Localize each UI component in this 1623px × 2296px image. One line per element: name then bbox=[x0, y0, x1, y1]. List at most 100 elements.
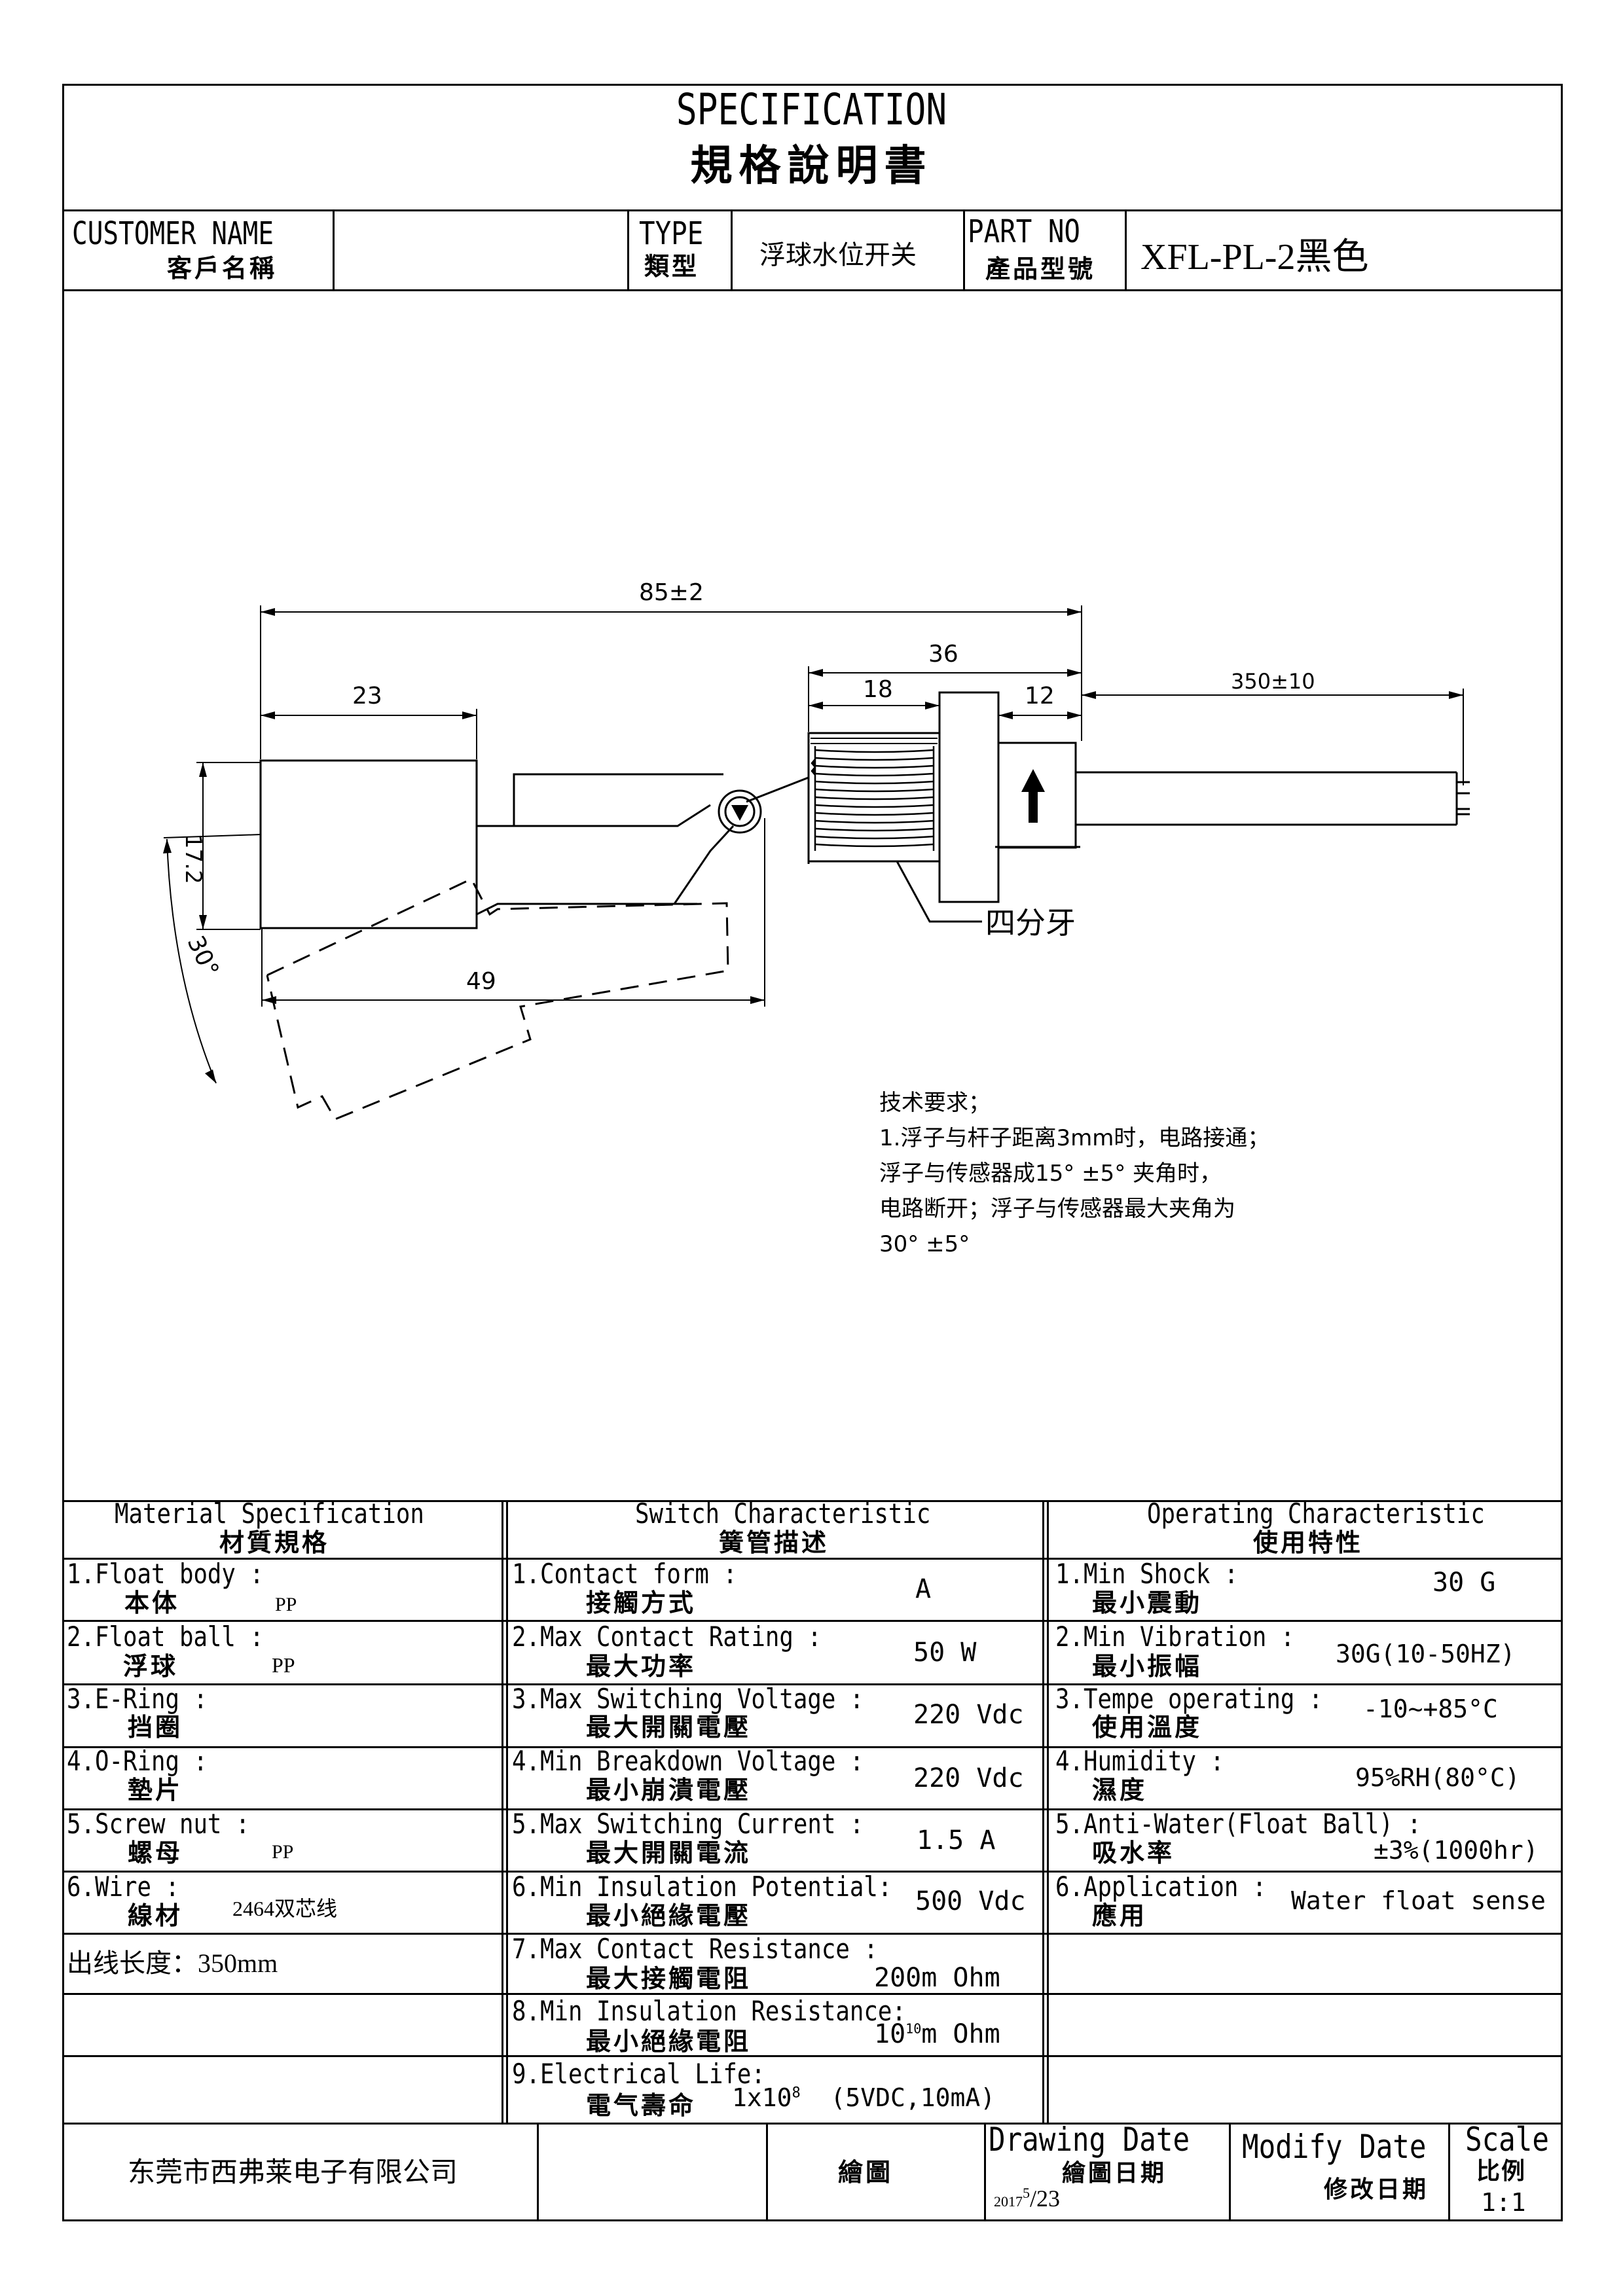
company-name: 东莞市西弗莱电子有限公司 bbox=[128, 2156, 458, 2188]
dim-36: 36 bbox=[928, 641, 958, 668]
operating-header-en: Operating Characteristic bbox=[1147, 1498, 1485, 1530]
switch-row-label: 7.Max Contact Resistance : bbox=[512, 1933, 878, 1965]
switch-row-value: 50 W bbox=[913, 1638, 977, 1668]
type-label-en: TYPE bbox=[639, 215, 704, 252]
material-row-label: 4.O-Ring : bbox=[67, 1745, 208, 1777]
drawing-date-label-en: Drawing Date bbox=[989, 2121, 1190, 2159]
info-sep-3 bbox=[731, 209, 733, 289]
switch-row-label: 8.Min Insulation Resistance: bbox=[512, 1995, 906, 2027]
operating-row-cn: 應用 bbox=[1092, 1901, 1148, 1930]
footer-sep-3 bbox=[984, 2123, 986, 2221]
pivot-circle bbox=[718, 789, 762, 834]
customer-label-en: CUSTOMER NAME bbox=[72, 215, 274, 252]
switch-row-label: 6.Min Insulation Potential: bbox=[512, 1871, 892, 1903]
operating-row-cn: 吸水率 bbox=[1092, 1839, 1175, 1867]
operating-row-cn: 最小震動 bbox=[1092, 1588, 1203, 1617]
switch-header-cn: 簧管描述 bbox=[719, 1528, 830, 1557]
operating-row-cn: 濕度 bbox=[1092, 1776, 1148, 1804]
switch-row-cn: 最小絕緣電壓 bbox=[586, 1901, 752, 1930]
material-row-cn: 線材 bbox=[128, 1901, 183, 1930]
dim-12: 12 bbox=[1025, 683, 1055, 709]
row-line bbox=[62, 1871, 1563, 1873]
float-body-outline bbox=[259, 759, 478, 929]
operating-row-label: 4.Humidity : bbox=[1055, 1745, 1224, 1777]
type-value: 浮球水位开关 bbox=[759, 240, 917, 270]
drawing-date-label-cn: 繪圖日期 bbox=[1062, 2160, 1167, 2187]
thread-label: 四分牙 bbox=[985, 905, 1076, 941]
row-line bbox=[62, 1808, 1563, 1810]
switch-row-cn: 電气壽命 bbox=[586, 2091, 697, 2120]
operating-header-cn: 使用特性 bbox=[1253, 1528, 1364, 1557]
header-divider bbox=[62, 209, 1563, 211]
material-row-label: 5.Screw nut : bbox=[67, 1808, 250, 1840]
switch-row-value: 1010m Ohm bbox=[874, 2019, 1000, 2049]
dim-total-length: 85±2 bbox=[639, 579, 704, 606]
switch-row-label: 1.Contact form : bbox=[512, 1558, 737, 1590]
switch-row-value: 1x108 (5VDC,10mA) bbox=[732, 2083, 996, 2112]
switch-row-value: A bbox=[915, 1574, 932, 1604]
dim-18: 18 bbox=[863, 676, 893, 703]
row-line bbox=[62, 1933, 1563, 1935]
drawing-date-value: 20175/23 bbox=[994, 2185, 1061, 2212]
info-divider bbox=[62, 289, 1563, 291]
spec-top-border bbox=[62, 1500, 1563, 1502]
dim-body-width: 23 bbox=[352, 683, 382, 709]
title-cn: 規格說明書 bbox=[690, 142, 933, 190]
dim-height: 17.2 bbox=[180, 834, 206, 884]
drawn-label: 繪圖 bbox=[838, 2158, 894, 2187]
footer-sep-2 bbox=[766, 2123, 768, 2221]
spec-col-divider-1 bbox=[501, 1500, 508, 2123]
title-en: SPECIFICATION bbox=[676, 84, 947, 135]
row-line bbox=[62, 1620, 1563, 1622]
material-header-cn: 材質規格 bbox=[219, 1528, 330, 1557]
switch-row-value: 220 Vdc bbox=[913, 1700, 1024, 1730]
material-row-cn: 挡圈 bbox=[128, 1713, 183, 1742]
operating-row-value: 30 G bbox=[1432, 1568, 1496, 1598]
switch-row-cn: 接觸方式 bbox=[586, 1588, 697, 1617]
note-line: 1.浮子与杆子距离3mm时，电路接通； bbox=[879, 1125, 1270, 1151]
row-line bbox=[62, 1683, 1563, 1685]
material-row-value: PP bbox=[272, 1653, 295, 1677]
material-row-label: 6.Wire : bbox=[67, 1871, 179, 1903]
material-row-cn: 本体 bbox=[124, 1588, 180, 1617]
spec-sheet-frame bbox=[62, 84, 1563, 2221]
switch-row-label: 2.Max Contact Rating : bbox=[512, 1621, 822, 1653]
switch-row-label: 3.Max Switching Voltage : bbox=[512, 1683, 864, 1715]
material-row-value: PP bbox=[275, 1594, 297, 1615]
note-line: 电路断开；浮子与传感器最大夹角为 bbox=[879, 1196, 1235, 1222]
switch-row-cn: 最小絕緣電阻 bbox=[586, 2027, 752, 2056]
operating-row-label: 2.Min Vibration : bbox=[1055, 1621, 1295, 1653]
spec-col-divider-2 bbox=[1042, 1500, 1049, 2123]
scale-label-en: Scale bbox=[1465, 2121, 1549, 2159]
material-row-label: 1.Float body : bbox=[67, 1558, 264, 1590]
part-value: XFL-PL-2黑色 bbox=[1140, 237, 1369, 278]
operating-row-value: 30G(10-50HZ) bbox=[1336, 1640, 1516, 1668]
material-row-label: 出线长度：350mm bbox=[67, 1948, 278, 1978]
footer-sep-4 bbox=[1229, 2123, 1231, 2221]
switch-row-label: 4.Min Breakdown Voltage : bbox=[512, 1745, 864, 1777]
material-row-value: PP bbox=[272, 1841, 294, 1863]
scale-label-cn: 比例 bbox=[1476, 2158, 1527, 2185]
note-line: 30° ±5° bbox=[879, 1231, 970, 1257]
spec-header-divider bbox=[62, 1558, 1563, 1560]
footer-sep-5 bbox=[1448, 2123, 1450, 2221]
operating-row-value: Water float sense bbox=[1291, 1886, 1546, 1915]
material-row-value: 2464双芯线 bbox=[232, 1897, 338, 1920]
info-sep-1 bbox=[333, 209, 335, 289]
info-sep-2 bbox=[627, 209, 629, 289]
material-row-label: 3.E-Ring : bbox=[67, 1683, 208, 1715]
dim-49: 49 bbox=[466, 968, 496, 995]
switch-row-cn: 最小崩潰電壓 bbox=[586, 1776, 752, 1804]
note-line: 浮子与传感器成15° ±5° 夹角时， bbox=[879, 1160, 1222, 1187]
switch-row-cn: 最大開關電流 bbox=[586, 1839, 752, 1867]
footer-sep-1 bbox=[537, 2123, 539, 2221]
switch-row-cn: 最大接觸電阻 bbox=[586, 1964, 752, 1993]
info-sep-5 bbox=[1125, 209, 1127, 289]
info-sep-4 bbox=[963, 209, 965, 289]
switch-row-cn: 最大開關電壓 bbox=[586, 1713, 752, 1742]
material-row-cn: 螺母 bbox=[128, 1839, 183, 1867]
part-label-cn: 產品型號 bbox=[985, 255, 1096, 283]
part-label-en: PART NO bbox=[968, 213, 1080, 250]
row-line bbox=[62, 2123, 1563, 2125]
dim-cable-length: 350±10 bbox=[1231, 669, 1315, 694]
